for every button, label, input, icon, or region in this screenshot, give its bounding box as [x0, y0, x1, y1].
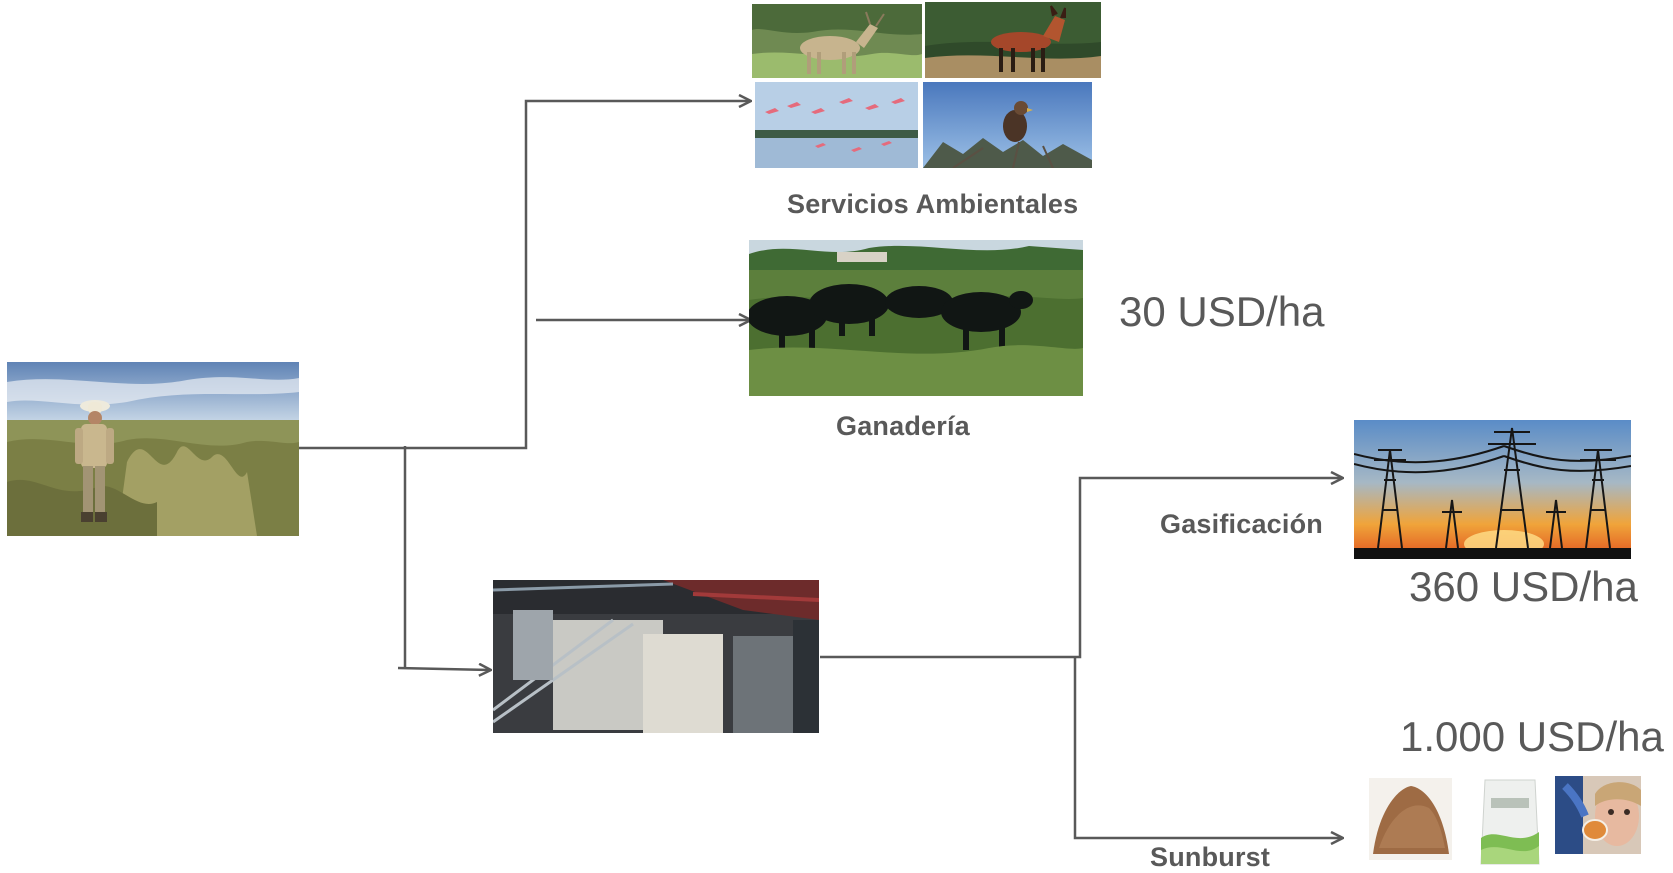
connector-to-gasificacion — [820, 478, 1342, 659]
connector-to-servicios — [298, 101, 750, 450]
connector-to-plant-arrow — [397, 668, 490, 670]
deer-photo — [752, 4, 922, 78]
biorefinery-plant-photo — [493, 580, 819, 733]
powder-photo — [1369, 778, 1452, 860]
sunburst-value: 1.000 USD/ha — [1400, 713, 1664, 760]
flamingos-photo — [755, 82, 918, 168]
power-towers-photo — [1354, 420, 1631, 559]
maned-wolf-photo — [925, 2, 1101, 78]
servicios-label: Servicios Ambientales — [787, 189, 1079, 219]
sunburst-label: Sunburst — [1150, 842, 1271, 872]
lab-scientist-photo — [1555, 776, 1641, 854]
gasificacion-value: 360 USD/ha — [1409, 563, 1638, 610]
gasificacion-label: Gasificación — [1160, 509, 1323, 539]
eagle-photo — [923, 82, 1092, 168]
ganaderia-value: 30 USD/ha — [1119, 288, 1325, 335]
connector-to-sunburst — [1073, 657, 1342, 838]
cattle-photo — [749, 240, 1083, 396]
grassland-man-photo — [7, 362, 299, 536]
ganaderia-label: Ganadería — [836, 411, 970, 441]
cellulose-bag-photo — [1477, 776, 1543, 868]
